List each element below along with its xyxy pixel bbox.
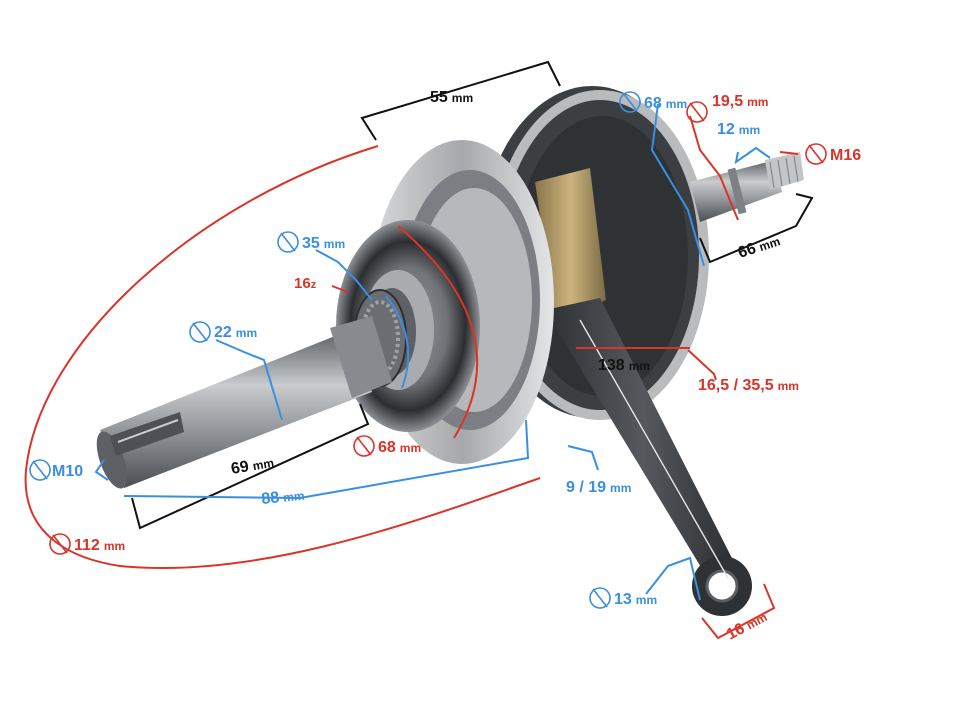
dim-line-22 [215, 339, 283, 421]
label-thread-m16: M16 [805, 143, 861, 165]
diameter-icon [49, 533, 71, 555]
dim-line-12 [734, 146, 771, 165]
diameter-icon [805, 143, 827, 165]
dim-arc-35 [385, 295, 410, 389]
diameter-icon [29, 459, 51, 481]
dim-line-55 [360, 60, 561, 141]
label-teeth-16z: 16z [294, 275, 317, 292]
dim-ellipse-112 [24, 145, 541, 570]
dim-line-88 [123, 419, 530, 500]
diameter-icon [353, 435, 375, 457]
svg-text:19,5mm: 19,5mm [712, 93, 768, 110]
dim-line-19-5 [689, 115, 739, 221]
dim-arc-68-bottom [397, 225, 479, 439]
dim-line-9-19 [567, 445, 599, 471]
right-output-shaft [690, 152, 804, 222]
diameter-icon [189, 321, 211, 343]
dim-line-13 [645, 556, 701, 601]
dimension-lines [24, 60, 814, 640]
dim-line-16-5 [687, 349, 717, 381]
diameter-icon [619, 91, 641, 113]
left-shaft [96, 316, 392, 489]
dim-line-68-top [650, 103, 705, 267]
crankshaft-photo [96, 86, 804, 616]
svg-text:M10: M10 [52, 463, 83, 480]
dim-line-m16 [779, 151, 799, 155]
label-width-69: 69mm [230, 454, 275, 478]
svg-text:M16: M16 [830, 147, 861, 164]
connecting-rod [545, 298, 752, 616]
label-thread-m10: M10 [29, 459, 83, 481]
dim-line-66 [699, 193, 814, 264]
dim-line-16 [701, 583, 776, 640]
diameter-icon [686, 101, 708, 123]
label-width-66: 66mm [736, 232, 782, 261]
dim-line-35 [315, 249, 373, 301]
dim-line-69 [131, 403, 370, 530]
diameter-icon [277, 231, 299, 253]
diameter-icon [589, 587, 611, 609]
dim-line-m10 [94, 459, 109, 481]
dim-line-16z [331, 285, 349, 293]
